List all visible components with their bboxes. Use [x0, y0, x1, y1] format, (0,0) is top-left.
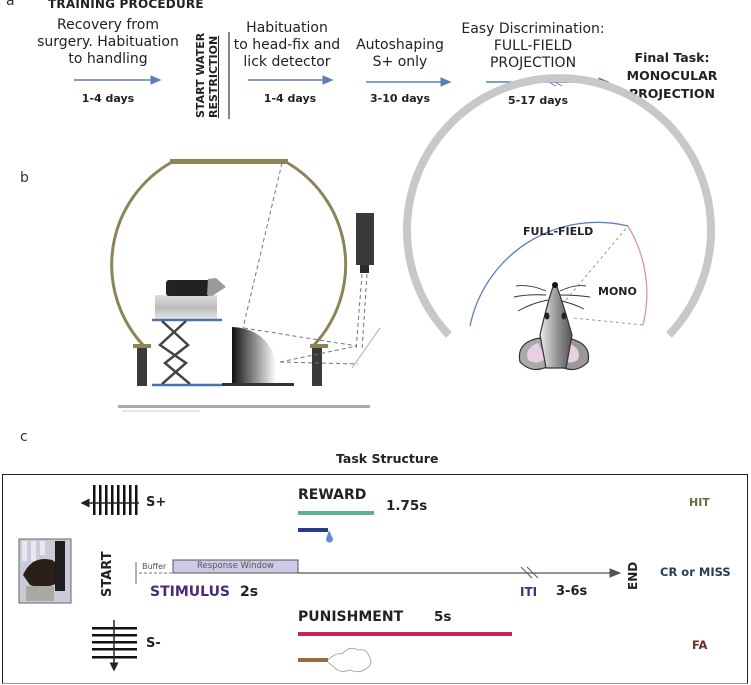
- training-procedure-title: TRAINING PROCEDURE: [48, 0, 204, 11]
- reward-label: REWARD: [298, 487, 367, 503]
- punishment-label: PUNISHMENT: [298, 609, 404, 625]
- task-structure-title: Task Structure: [336, 451, 439, 466]
- final-task-text: MONOCULAR: [626, 68, 718, 83]
- final-task-text: PROJECTION: [628, 86, 716, 101]
- step-text: Easy Discrimination:: [461, 21, 605, 37]
- end-label: END: [626, 561, 640, 590]
- projector-lens: [360, 265, 369, 273]
- mono-label: MONO: [598, 285, 637, 298]
- floor: [118, 405, 370, 408]
- response-window-label: Response Window: [196, 561, 275, 571]
- step-text: surgery. Habituation: [37, 34, 179, 50]
- step-recovery-duration: 1-4 days: [81, 92, 135, 105]
- water-restriction-label: START WATER RESTRICTION: [194, 33, 220, 118]
- iti-label: ITI: [520, 585, 538, 599]
- iti-duration: 3-6s: [556, 584, 588, 599]
- step-autoshaping: Autoshaping S+ only: [350, 37, 450, 71]
- arrow-break: [537, 75, 557, 87]
- mouse-ear-left-inner: [527, 343, 546, 363]
- step-text: to head-fix and: [233, 37, 341, 53]
- panel-a-letter: a: [6, 0, 15, 9]
- final-task-text: Final Task:: [634, 50, 710, 65]
- dome-rig: [110, 159, 381, 412]
- step-text: S+ only: [372, 54, 428, 70]
- mouse-head-top: [539, 283, 573, 369]
- step-text: to handling: [68, 51, 148, 67]
- mouse-ear-left: [518, 337, 553, 371]
- mouse-ear-right: [555, 337, 590, 371]
- step-text: lick detector: [243, 54, 331, 70]
- mouse-nose: [552, 282, 558, 288]
- s-plus-label: S+: [146, 495, 167, 510]
- s-minus-label: S-: [146, 636, 161, 651]
- buffer-label: Buffer: [142, 562, 167, 571]
- outcome-hit: HIT: [689, 496, 710, 509]
- reflector-wedge: [232, 327, 276, 384]
- visual-field-diagram: [403, 74, 715, 371]
- mouse-eye-right: [561, 312, 567, 320]
- cushion: [155, 295, 217, 321]
- dome: [110, 160, 348, 347]
- task-structure-box: [2, 474, 748, 684]
- step-text: FULL-FIELD: [493, 38, 573, 54]
- dome-top-bar: [170, 159, 288, 164]
- panel-b-letter: b: [20, 170, 29, 186]
- panel-c-letter: c: [20, 429, 28, 445]
- final-task: Final Task: MONOCULAR PROJECTION: [612, 49, 732, 103]
- start-label: START: [100, 551, 115, 597]
- projector: [356, 213, 374, 265]
- mirror: [351, 327, 381, 369]
- mouse-tube: [166, 280, 210, 296]
- mouse-ear-right-inner: [560, 343, 579, 363]
- mono-arc: [627, 225, 648, 326]
- outcome-cr-or-miss: CR or MISS: [660, 565, 731, 579]
- step-text: Habituation: [246, 20, 328, 36]
- punishment-duration: 5s: [434, 609, 452, 625]
- scissor-lift: [158, 320, 191, 385]
- stimulus-duration: 2s: [240, 584, 259, 600]
- step-text: Autoshaping: [356, 37, 444, 53]
- left-leg: [137, 348, 147, 386]
- step-text: Recovery from: [57, 17, 159, 33]
- step-text: PROJECTION: [489, 55, 577, 71]
- outcome-fa: FA: [692, 638, 708, 652]
- water-restriction-line1: START WATER: [194, 32, 207, 118]
- step-habituation: Habituation to head-fix and lick detecto…: [232, 20, 342, 71]
- water-restriction-line2: RESTRICTION: [207, 35, 220, 118]
- mono-bounds: [565, 225, 644, 326]
- stimulus-label: STIMULUS: [150, 584, 231, 600]
- step-habituation-duration: 1-4 days: [263, 92, 317, 105]
- step-recovery: Recovery from surgery. Habituation to ha…: [28, 17, 188, 68]
- step-autoshaping-duration: 3-10 days: [369, 92, 431, 105]
- mouse-eye-left: [544, 312, 550, 320]
- reward-duration: 1.75s: [386, 498, 428, 514]
- dome-right-cap: [310, 344, 328, 348]
- step-easy-discrimination: Easy Discrimination: FULL-FIELD PROJECTI…: [458, 21, 608, 72]
- step-easy-discrimination-duration: 5-17 days: [507, 94, 569, 107]
- right-leg: [312, 348, 322, 386]
- full-field-label: FULL-FIELD: [523, 225, 594, 238]
- visual-field-outer-arc: [403, 74, 715, 338]
- wedge-base: [222, 383, 294, 386]
- whiskers: [513, 285, 591, 312]
- arrow-break: [543, 75, 563, 87]
- mouse-head: [207, 278, 226, 296]
- light-path: [242, 162, 368, 365]
- dome-left-cap: [133, 344, 151, 348]
